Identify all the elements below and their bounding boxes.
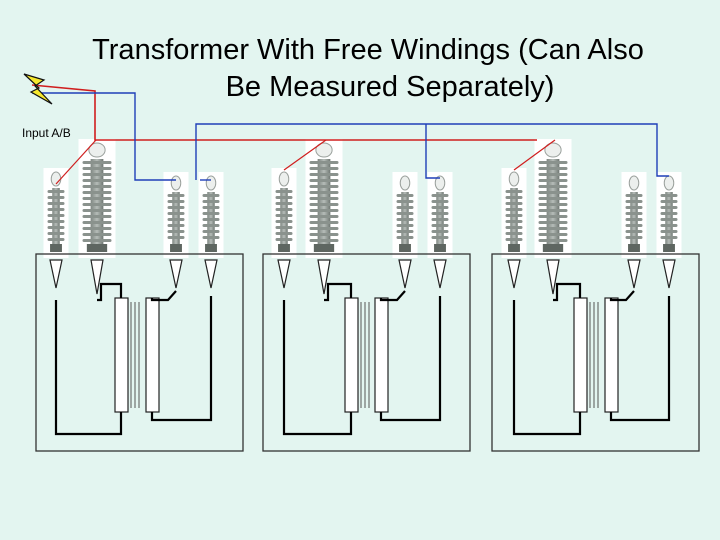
terminal-1-2 [277, 259, 291, 289]
red-lead-3 [513, 139, 556, 171]
terminal-2-3 [546, 259, 560, 295]
blue-drop-wire-2 [425, 124, 440, 179]
small-bushing-a-1 [163, 172, 189, 258]
tank-outline-2 [262, 253, 471, 452]
winding-wire-b-2 [379, 296, 442, 422]
small-bushing-a-2 [392, 172, 418, 258]
small-bushing-b-2 [427, 172, 453, 258]
large-bushing-3 [534, 139, 572, 258]
lightning-bolt-icon [23, 73, 53, 105]
terminal-2-1 [90, 259, 104, 295]
blue-input-wire [32, 92, 176, 181]
winding-wire-top-1 [97, 282, 123, 302]
tank-outline-3 [491, 253, 700, 452]
primary-winding-1 [114, 297, 129, 413]
primary-winding-3 [573, 297, 588, 413]
large-bushing-2 [305, 139, 343, 258]
winding-wire-top-2 [324, 282, 353, 302]
title-line-2: Be Measured Separately) [225, 71, 555, 103]
winding-wire-hv-1 [54, 300, 123, 436]
winding-wire-a-2 [379, 290, 406, 302]
small-bushing-b-3 [656, 172, 682, 258]
blue-bus-wire [195, 123, 669, 180]
primary-winding-2 [344, 297, 359, 413]
terminal-1-3 [507, 259, 521, 289]
small-bushing-a-3 [621, 172, 647, 258]
terminal-4-2 [433, 259, 447, 289]
terminal-3-1 [169, 259, 183, 289]
red-lead-1 [55, 139, 97, 185]
winding-wire-b-1 [150, 296, 213, 422]
winding-wire-hv-2 [282, 300, 353, 436]
title-line-1: Transformer With Free Windings (Can Also [92, 34, 644, 66]
small-bushing-b-1 [198, 172, 224, 258]
small-bushing-hv-2 [271, 168, 297, 258]
large-bushing-1 [78, 139, 116, 258]
red-lead-2 [283, 139, 327, 171]
small-bushing-hv-1 [43, 168, 69, 258]
secondary-winding-2 [374, 297, 389, 413]
terminal-3-3 [627, 259, 641, 289]
red-input-wire [31, 84, 537, 141]
terminal-2-2 [317, 259, 331, 295]
small-bushing-hv-3 [501, 168, 527, 258]
terminal-4-1 [204, 259, 218, 289]
secondary-winding-1 [145, 297, 160, 413]
terminal-3-2 [398, 259, 412, 289]
winding-wire-top-3 [553, 282, 582, 302]
winding-wire-a-1 [150, 290, 177, 302]
terminal-4-3 [662, 259, 676, 289]
terminal-1-1 [49, 259, 63, 289]
input-label: Input A/B [22, 126, 71, 140]
winding-wire-hv-3 [512, 300, 582, 436]
winding-wire-a-3 [609, 290, 635, 302]
tank-outline-1 [35, 253, 244, 452]
winding-wire-b-3 [609, 296, 671, 422]
secondary-winding-3 [604, 297, 619, 413]
